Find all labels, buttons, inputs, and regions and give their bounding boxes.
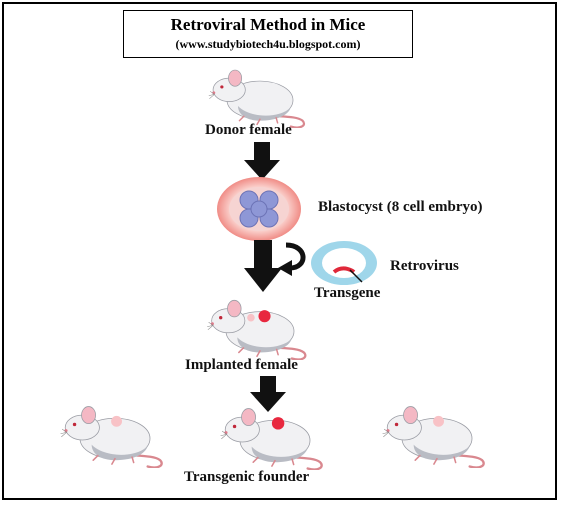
label-implanted-female: Implanted female (185, 357, 298, 373)
diagram-title: Retroviral Method in Mice (170, 15, 366, 34)
down-arrow-icon (244, 240, 282, 292)
blastocyst-icon (217, 177, 301, 241)
label-donor-female: Donor female (205, 122, 292, 138)
offspring-mouse (362, 398, 512, 468)
retrovirus-icon (311, 241, 377, 285)
down-arrow-icon (250, 376, 286, 412)
transgenic-founder-mouse (200, 400, 350, 470)
down-arrow-icon (244, 142, 280, 180)
curved-arrow-icon (278, 242, 306, 276)
implanted-mouse (182, 292, 338, 360)
donor-mouse (185, 62, 335, 128)
offspring-mouse (40, 398, 190, 468)
label-transgenic-founder: Transgenic founder (184, 469, 310, 485)
label-blastocyst: Blastocyst (8 cell embryo) (318, 199, 483, 215)
label-retrovirus: Retrovirus (390, 258, 459, 274)
diagram-subtitle: (www.studybiotech4u.blogspot.com) (175, 37, 361, 51)
label-transgene: Transgene (314, 285, 381, 301)
title-box: Retroviral Method in Mice (www.studybiot… (123, 10, 413, 58)
